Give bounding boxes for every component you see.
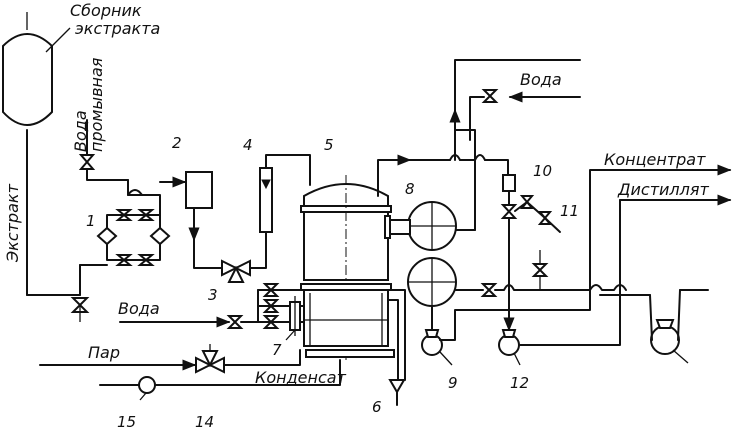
ref-number-14: 14 — [195, 413, 214, 431]
vapour-to-10 — [484, 159, 509, 176]
water-top-valve — [481, 89, 499, 103]
ref-number-15: 15 — [117, 413, 136, 431]
separator — [407, 257, 457, 307]
label-water-mid: Вода — [118, 299, 160, 318]
vacuum-valve-11 — [500, 195, 561, 233]
label-rinse-water-2: промывная — [87, 57, 106, 152]
small-valve-right — [531, 250, 549, 290]
ref-number-2: 2 — [172, 134, 182, 152]
ref-number-9: 9 — [448, 374, 458, 392]
label-rinse-water-1: Вода — [71, 110, 90, 152]
steam-to-chamber — [223, 349, 301, 366]
air-vent-10 — [502, 174, 516, 192]
pump-12 — [498, 329, 521, 366]
rotameter-to-evaporator — [265, 154, 311, 186]
water-inlet-valve — [226, 315, 244, 329]
sight-glass-7 — [285, 296, 301, 341]
steam-trap-15 — [138, 376, 156, 401]
product-pump — [599, 289, 709, 364]
drain-funnel — [388, 379, 406, 394]
filter-bypass-loop — [127, 189, 143, 196]
filter-unit-1 — [79, 209, 171, 266]
valve3-to-rotameter — [249, 231, 267, 269]
label-collector-1: Сборник — [70, 1, 142, 20]
ref-number-12: 12 — [510, 374, 529, 392]
water-top-to-condenser — [469, 96, 485, 141]
vapour-line — [377, 154, 412, 197]
label-condensate: Конденсат — [255, 368, 347, 387]
label-extract: Экстракт — [3, 183, 22, 263]
drain-line-a — [387, 289, 406, 381]
condenser-8 — [384, 201, 457, 251]
ref-number-10: 10 — [533, 162, 552, 180]
ref-number-3: 3 — [208, 286, 218, 304]
distillate-line — [439, 169, 606, 341]
vapour-crossover-2 — [474, 154, 486, 161]
label-water-top: Вода — [520, 70, 562, 89]
condensate-from-chamber — [249, 359, 341, 386]
extract-feed-valve — [70, 297, 90, 322]
separator-crossovers — [589, 284, 627, 291]
label-distillate: Дистиллят — [617, 180, 709, 199]
drain-line-b — [387, 299, 399, 381]
ref-number-8: 8 — [405, 180, 415, 198]
label-concentrate: Концентрат — [604, 150, 706, 169]
extract-collector-tank — [1, 12, 71, 126]
separator-line-east — [494, 284, 591, 291]
ref-number-11: 11 — [560, 202, 579, 220]
three-way-valve-3 — [221, 259, 251, 283]
line-to-valve-3 — [193, 239, 223, 269]
separator-valve — [480, 283, 498, 297]
three-way-valve-14 — [195, 344, 225, 374]
ref-number-4: 4 — [243, 136, 253, 154]
rotameter-4 — [259, 167, 273, 233]
label-collector-2: экстракта — [75, 19, 160, 38]
heater-unit-2 — [185, 171, 213, 209]
ref-number-1: 1 — [86, 212, 96, 230]
rinse-water-valve — [78, 154, 96, 170]
label-steam: Пар — [88, 343, 120, 362]
filter-outlet-up — [127, 179, 161, 216]
ref-number-7: 7 — [272, 341, 282, 359]
heating-chamber-6 — [300, 283, 395, 358]
ref-number-5: 5 — [324, 136, 334, 154]
pump-9 — [421, 329, 453, 366]
rinse-water-to-filters — [86, 168, 129, 181]
ref-number-6: 6 — [372, 398, 382, 416]
evaporator-5 — [300, 175, 392, 360]
